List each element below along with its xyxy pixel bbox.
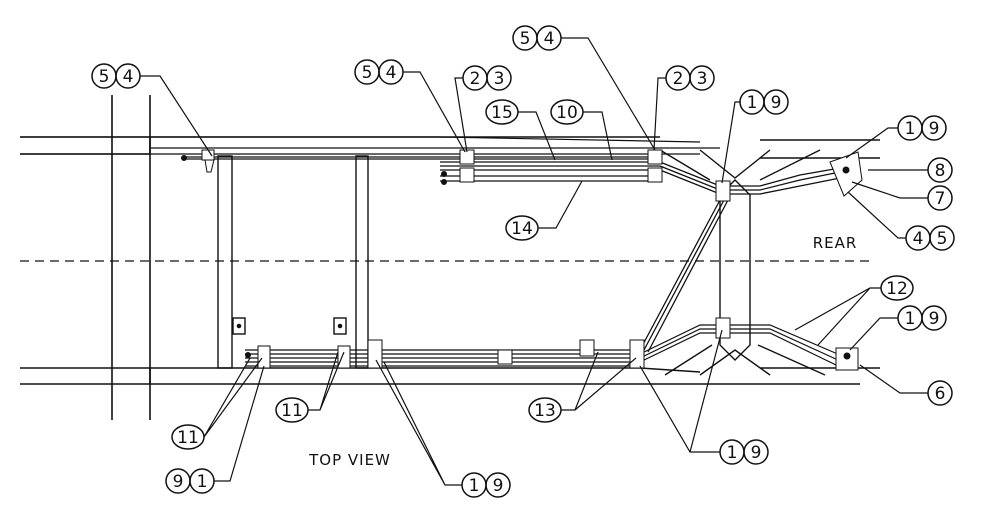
svg-text:9: 9 bbox=[751, 443, 762, 463]
svg-text:12: 12 bbox=[886, 279, 908, 299]
svg-text:9: 9 bbox=[929, 309, 940, 329]
svg-text:3: 3 bbox=[494, 69, 505, 89]
svg-text:11: 11 bbox=[281, 401, 303, 421]
callout-6: 6 bbox=[859, 364, 953, 406]
callout-4-5: 4 5 bbox=[847, 191, 955, 251]
svg-text:8: 8 bbox=[935, 161, 946, 181]
callout-10: 10 bbox=[550, 99, 613, 161]
line-clips bbox=[181, 149, 863, 371]
front-crossmember bbox=[111, 95, 151, 420]
callout-8: 8 bbox=[868, 157, 953, 183]
callout-13: 13 bbox=[528, 351, 637, 423]
svg-text:2: 2 bbox=[673, 69, 684, 89]
rear-label: REAR bbox=[813, 234, 858, 252]
callout-9-1: 9 1 bbox=[165, 365, 265, 494]
svg-text:9: 9 bbox=[929, 119, 940, 139]
svg-text:4: 4 bbox=[386, 63, 397, 83]
svg-text:7: 7 bbox=[935, 189, 946, 209]
callout-1-9: 1 9 bbox=[721, 89, 789, 184]
svg-text:1: 1 bbox=[905, 119, 916, 139]
callout-1-9: 1 9 bbox=[845, 115, 947, 159]
callout-7: 7 bbox=[851, 181, 953, 211]
svg-text:4: 4 bbox=[123, 67, 134, 87]
svg-text:5: 5 bbox=[362, 63, 373, 83]
callout-14: 14 bbox=[505, 180, 583, 241]
svg-text:1: 1 bbox=[747, 93, 758, 113]
svg-text:9: 9 bbox=[173, 472, 184, 492]
svg-text:5: 5 bbox=[99, 67, 110, 87]
svg-text:4: 4 bbox=[544, 29, 555, 49]
view-label: TOP VIEW bbox=[308, 451, 391, 469]
svg-text:9: 9 bbox=[493, 476, 504, 496]
svg-text:1: 1 bbox=[905, 309, 916, 329]
lower-brake-lines bbox=[245, 324, 841, 367]
svg-text:3: 3 bbox=[697, 69, 708, 89]
callout-2-3: 2 3 bbox=[653, 65, 715, 151]
crossmembers bbox=[217, 149, 826, 376]
svg-text:5: 5 bbox=[520, 29, 531, 49]
callout-1-9: 1 9 bbox=[639, 329, 769, 465]
svg-text:1: 1 bbox=[727, 443, 738, 463]
callout-5-4: 5 4 bbox=[91, 63, 213, 157]
svg-text:10: 10 bbox=[556, 103, 578, 123]
frame-rails bbox=[20, 136, 880, 385]
callout-1-9: 1 9 bbox=[375, 359, 511, 498]
svg-text:1: 1 bbox=[469, 476, 480, 496]
callout-5-4: 5 4 bbox=[354, 59, 466, 153]
svg-text:9: 9 bbox=[771, 93, 782, 113]
callout-1-9: 1 9 bbox=[849, 305, 947, 351]
svg-text:15: 15 bbox=[491, 103, 513, 123]
svg-text:4: 4 bbox=[913, 229, 924, 249]
callout-11: 11 bbox=[171, 357, 263, 450]
callout-12: 12 bbox=[794, 275, 914, 346]
callouts: 5 4 5 4 2 3 5 4 bbox=[91, 25, 955, 498]
svg-text:6: 6 bbox=[935, 384, 946, 404]
svg-text:14: 14 bbox=[511, 219, 533, 239]
svg-text:5: 5 bbox=[937, 229, 948, 249]
callout-5-4: 5 4 bbox=[512, 25, 656, 151]
svg-text:2: 2 bbox=[470, 69, 481, 89]
svg-text:11: 11 bbox=[177, 428, 199, 448]
upper-brake-lines bbox=[185, 156, 841, 353]
svg-text:1: 1 bbox=[197, 472, 208, 492]
svg-text:13: 13 bbox=[534, 401, 556, 421]
callout-11: 11 bbox=[275, 351, 345, 423]
callout-2-3: 2 3 bbox=[454, 65, 512, 153]
callout-15: 15 bbox=[485, 99, 556, 161]
